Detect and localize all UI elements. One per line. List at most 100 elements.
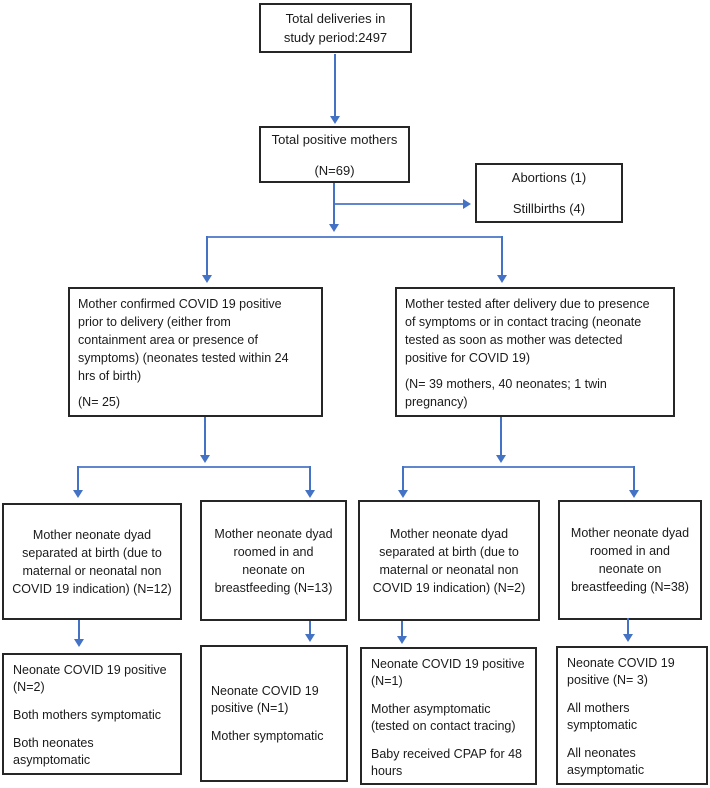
node-text-line: Baby received CPAP for 48 (371, 747, 523, 761)
connector-line (78, 620, 80, 639)
connector-line (334, 203, 463, 205)
arrow-down-icon (397, 636, 407, 644)
node-text-line: positive (N=1) (211, 700, 289, 715)
node-text-line: positive (N= 3) (567, 673, 648, 687)
connector-line (309, 466, 311, 490)
node-text-line (78, 385, 313, 393)
node-text-line: separated at birth (due to (379, 544, 519, 559)
arrow-down-icon (623, 634, 633, 642)
node-text-line: pregnancy) (405, 395, 468, 409)
node-text-line: Total deliveries in (285, 11, 386, 26)
arrow-down-icon (200, 455, 210, 463)
arrow-down-icon (305, 634, 315, 642)
node-text-line: All neonates (567, 746, 636, 760)
node-text-line: Neonate COVID 19 positive (13, 663, 167, 677)
node-text-line: neonate on (598, 562, 662, 576)
node-text-line: breastfeeding (N=13) (214, 580, 333, 595)
node-text-line: maternal or neonatal non (22, 563, 162, 578)
node-text-line: (N=69) (314, 162, 355, 178)
node-outcome-roomed-n13: Neonate COVID 19 positive (N=1) Mother sym… (200, 645, 348, 782)
connector-line (500, 417, 502, 457)
node-dyad-roomed-n13: Mother neonate dyad roomed in and neonate … (200, 500, 347, 621)
node-text-line: hours (371, 764, 403, 778)
node-text-line: tested as soon as mother was detected (405, 333, 623, 347)
node-text-line: separated at birth (due to (22, 545, 162, 560)
node-mother-tested-after: Mother tested after delivery due to pres… (395, 287, 675, 417)
node-text-line (371, 690, 526, 701)
node-text-line: (tested on contact tracing) (371, 719, 516, 733)
node-text-line: (N= 25) (78, 395, 121, 409)
arrow-down-icon (329, 224, 339, 232)
connector-line (309, 621, 311, 634)
connector-line (627, 618, 629, 634)
connector-line (206, 236, 208, 275)
node-text-line: Neonate COVID 19 (567, 656, 675, 670)
connector-line (401, 621, 403, 636)
node-text-line (567, 689, 697, 700)
node-text-line: Both neonates (13, 736, 94, 750)
node-text-line: Mother neonate dyad (570, 526, 690, 540)
arrow-down-icon (202, 275, 212, 283)
node-text-line: Mother asymptomatic (371, 702, 491, 716)
node-text-line: asymptomatic (567, 763, 645, 777)
node-mother-confirmed-prior: Mother confirmed COVID 19 positive prior … (68, 287, 323, 417)
node-text-line: Mother neonate dyad (214, 526, 333, 541)
node-text-line: Mother confirmed COVID 19 positive (78, 297, 282, 311)
node-text-line: (N=1) (371, 674, 403, 688)
connector-line (204, 417, 206, 457)
node-text-line: symptomatic (567, 718, 638, 732)
node-outcome-separated-n2: Neonate COVID 19 positive (N=1) Mother asy… (360, 647, 537, 785)
node-text-line (371, 735, 526, 746)
connector-line (402, 466, 404, 490)
node-text-line: symptoms) (neonates tested within 24 (78, 351, 289, 365)
node-text-line: Total positive mothers (271, 131, 398, 147)
node-text-line: maternal or neonatal non (379, 562, 519, 577)
arrow-down-icon (497, 275, 507, 283)
arrow-down-icon (73, 490, 83, 498)
connector-line (501, 236, 503, 275)
node-text-line: Mother tested after delivery due to pres… (405, 297, 650, 311)
connector-line (77, 466, 79, 490)
node-text-line: of symptoms or in contact tracing (neona… (405, 315, 642, 329)
node-positive-mothers: Total positive mothers (N=69) (259, 126, 410, 183)
node-text-line: prior to delivery (either from (78, 315, 231, 329)
node-text-line: asymptomatic (13, 753, 91, 767)
node-text-line: neonate on (242, 562, 305, 577)
connector-line (334, 54, 336, 116)
arrow-down-icon (629, 490, 639, 498)
arrow-down-icon (330, 116, 340, 124)
node-text-line (567, 734, 697, 745)
arrow-down-icon (305, 490, 315, 498)
node-outcome-separated-n12: Neonate COVID 19 positive (N=2) Both mothe… (2, 653, 182, 775)
connector-line (403, 466, 634, 468)
node-text-line: (N=2) (13, 680, 45, 694)
node-text-line: Both mothers symptomatic (13, 708, 161, 722)
node-text-line: COVID 19 indication) (N=12) (12, 581, 172, 596)
arrow-down-icon (74, 639, 84, 647)
node-text-line: containment area or presence of (78, 333, 258, 347)
node-text-line (13, 724, 171, 735)
node-dyad-roomed-n38: Mother neonate dyad roomed in and neonate … (558, 500, 702, 620)
node-text-line (13, 696, 171, 707)
arrow-down-icon (398, 490, 408, 498)
node-dyad-separated-n12: Mother neonate dyad separated at birth (d… (2, 503, 182, 620)
node-text-line (405, 367, 665, 375)
node-text-line: breastfeeding (N=38) (571, 580, 689, 594)
arrow-down-icon (496, 455, 506, 463)
node-text-line: Abortions (1) (511, 170, 587, 185)
node-text-line: Mother neonate dyad (32, 527, 152, 542)
node-text-line: Neonate COVID 19 (211, 683, 319, 698)
node-text-line: All mothers (567, 701, 630, 715)
node-text-line: Mother neonate dyad (389, 526, 509, 541)
node-text-line: Neonate COVID 19 positive (371, 657, 525, 671)
connector-line (207, 236, 503, 238)
node-text-line: Mother symptomatic (211, 728, 324, 743)
node-text-line: roomed in and (233, 544, 314, 559)
arrow-right-icon (463, 199, 471, 209)
node-dyad-separated-n2: Mother neonate dyad separated at birth (d… (358, 500, 540, 621)
node-excluded-abortions-stillbirths: Abortions (1)Stillbirths (4) (475, 163, 623, 223)
node-text-line: positive for COVID 19) (405, 351, 531, 365)
node-text-line: roomed in and (590, 544, 670, 558)
